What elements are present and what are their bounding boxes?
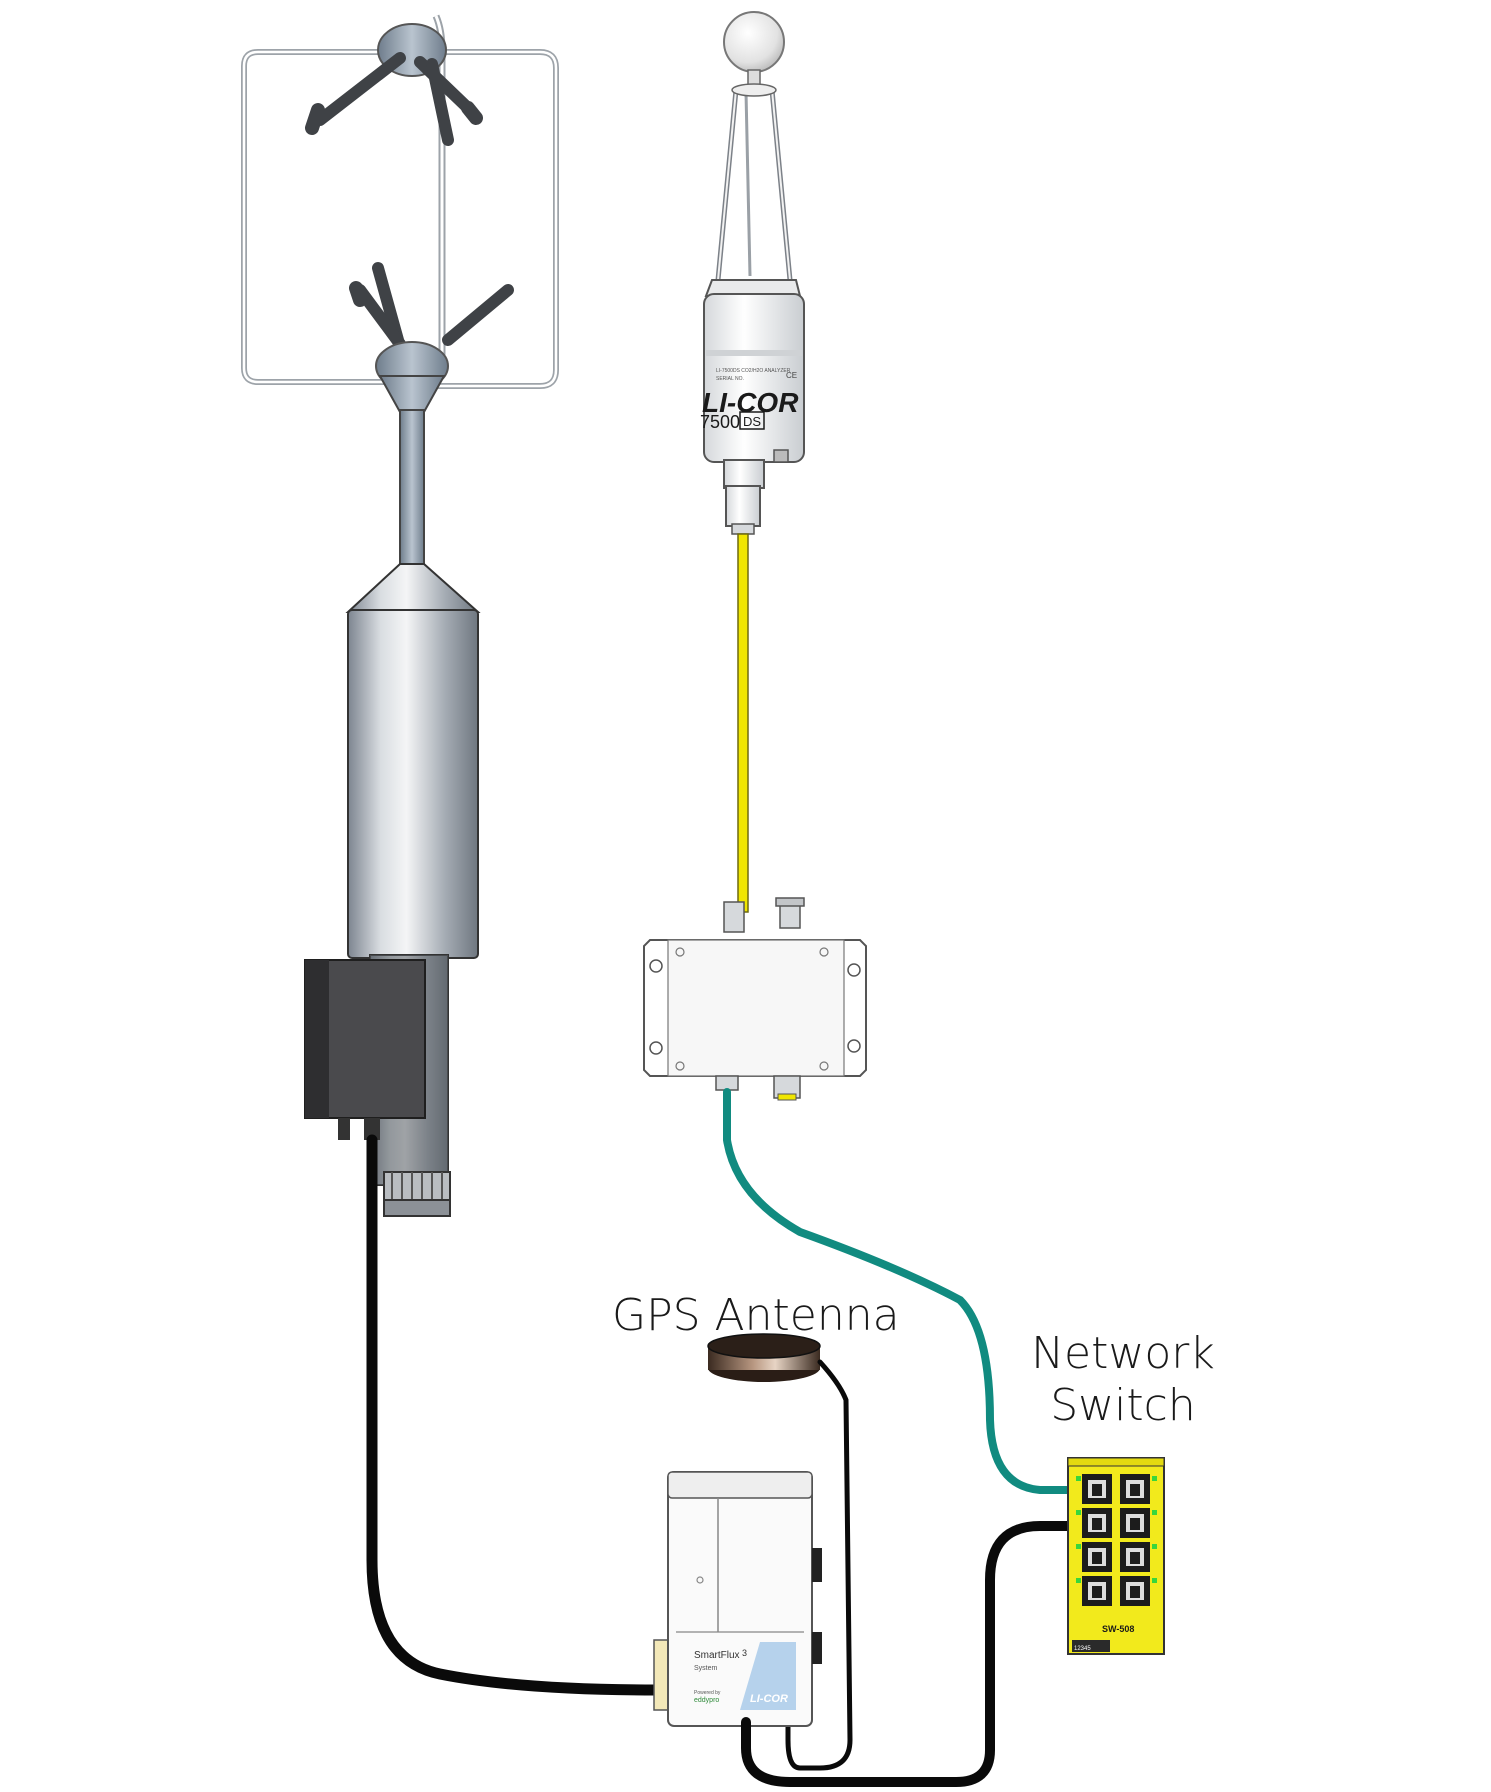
smartflux-eddypro: eddypro [694, 1697, 719, 1704]
gps-antenna-label: GPS Antenna [612, 1290, 900, 1341]
gas-analyzer-li7500ds: LI-7500DS CO2/H2O ANALYZER SERIAL NO. CE… [700, 11, 805, 535]
anemometer-body [347, 609, 479, 959]
analyzer-model-text: 7500 [700, 412, 740, 432]
network-switch-label-line1: Network [1031, 1328, 1215, 1379]
svg-text:LI-7500DS CO2/H2O ANALYZER: LI-7500DS CO2/H2O ANALYZER [716, 368, 791, 374]
smartflux-3-system: SmartFlux 3 System Powered by eddypro LI… [653, 1471, 822, 1727]
anemometer-rod [399, 409, 425, 567]
gps-antenna [707, 1333, 821, 1382]
anemometer-frame-left [241, 49, 392, 385]
bottom-transducers [349, 262, 514, 350]
network-switch-sw508: SW-508 12345 [1067, 1457, 1165, 1655]
anemometer-taper [345, 563, 481, 613]
svg-text:CE: CE [786, 371, 797, 380]
junction-to-switch-ethernet-cable [723, 1088, 1094, 1494]
anemometer-frame-right-inner [420, 50, 558, 388]
top-transducers [305, 52, 483, 146]
analyzer-brand-text: LI-COR [702, 387, 799, 418]
anemometer-neck-cone [378, 375, 446, 413]
smartflux-version: 3 [742, 1648, 747, 1658]
switch-model-text: SW-508 [1102, 1624, 1134, 1634]
network-switch-label: Network Switch [1018, 1328, 1228, 1432]
smartflux-name: SmartFlux [694, 1650, 740, 1661]
smartflux-subtitle: System [694, 1665, 718, 1672]
analyzer-model-suffix: DS [743, 414, 761, 429]
switch-dip-numbers: 12345 [1074, 1646, 1091, 1652]
sonic-anemometer [241, 14, 559, 1217]
smartflux-brand: LI-COR [750, 1693, 788, 1705]
anemometer-to-smartflux-cable [366, 1134, 662, 1696]
svg-text:SERIAL NO.: SERIAL NO. [716, 376, 744, 382]
analyzer-junction-box [643, 897, 867, 1101]
gps-cable [785, 1359, 853, 1771]
network-switch-label-line2: Switch [1050, 1380, 1196, 1431]
hose-clamp [383, 1171, 451, 1217]
analyzer-yellow-cable [737, 533, 749, 913]
smartflux-to-switch-cable [741, 1521, 1095, 1787]
anemometer-frame-left-inner [242, 50, 392, 384]
analyzer-top-sphere [723, 11, 785, 73]
smartflux-powered: Powered by [694, 1690, 721, 1696]
